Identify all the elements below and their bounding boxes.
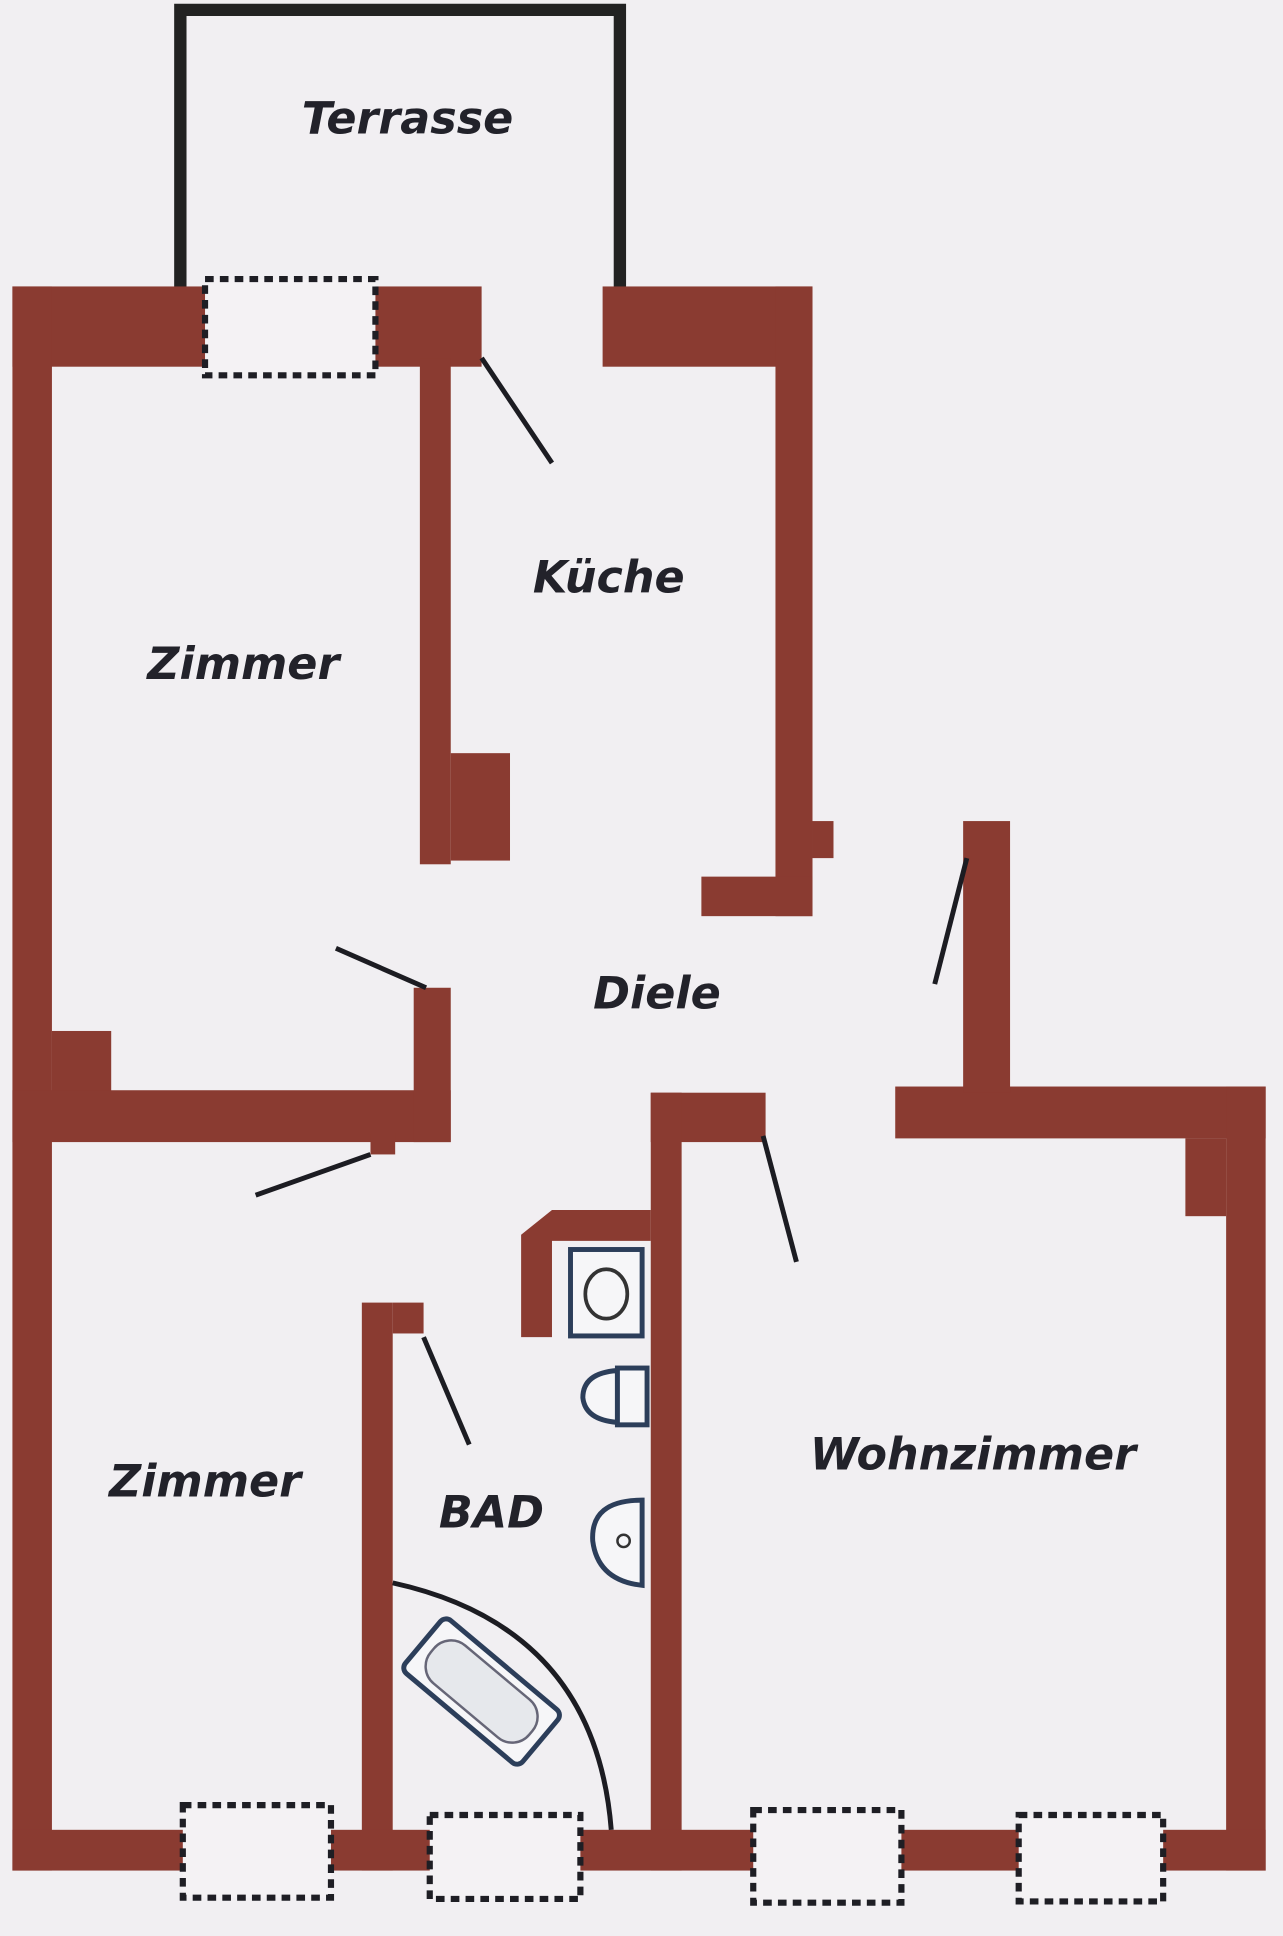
label-diele: Diele [593,969,721,1020]
shower-tray [568,1247,645,1339]
toilet [580,1367,620,1426]
bathroom-fixtures [401,1247,650,1767]
terrace-outline [174,3,627,297]
windows [179,275,1167,1906]
doors [254,356,970,1831]
label-zimmer-bottom: Zimmer [107,1456,304,1507]
label-bad: BAD [439,1487,544,1538]
label-terrasse: Terrasse [302,93,514,144]
label-zimmer-top: Zimmer [145,639,342,690]
label-kueche: Küche [533,553,685,604]
room-labels: Terrasse Küche Zimmer Diele Zimmer BAD W… [107,93,1139,1538]
label-wohnzimmer: Wohnzimmer [810,1429,1139,1480]
